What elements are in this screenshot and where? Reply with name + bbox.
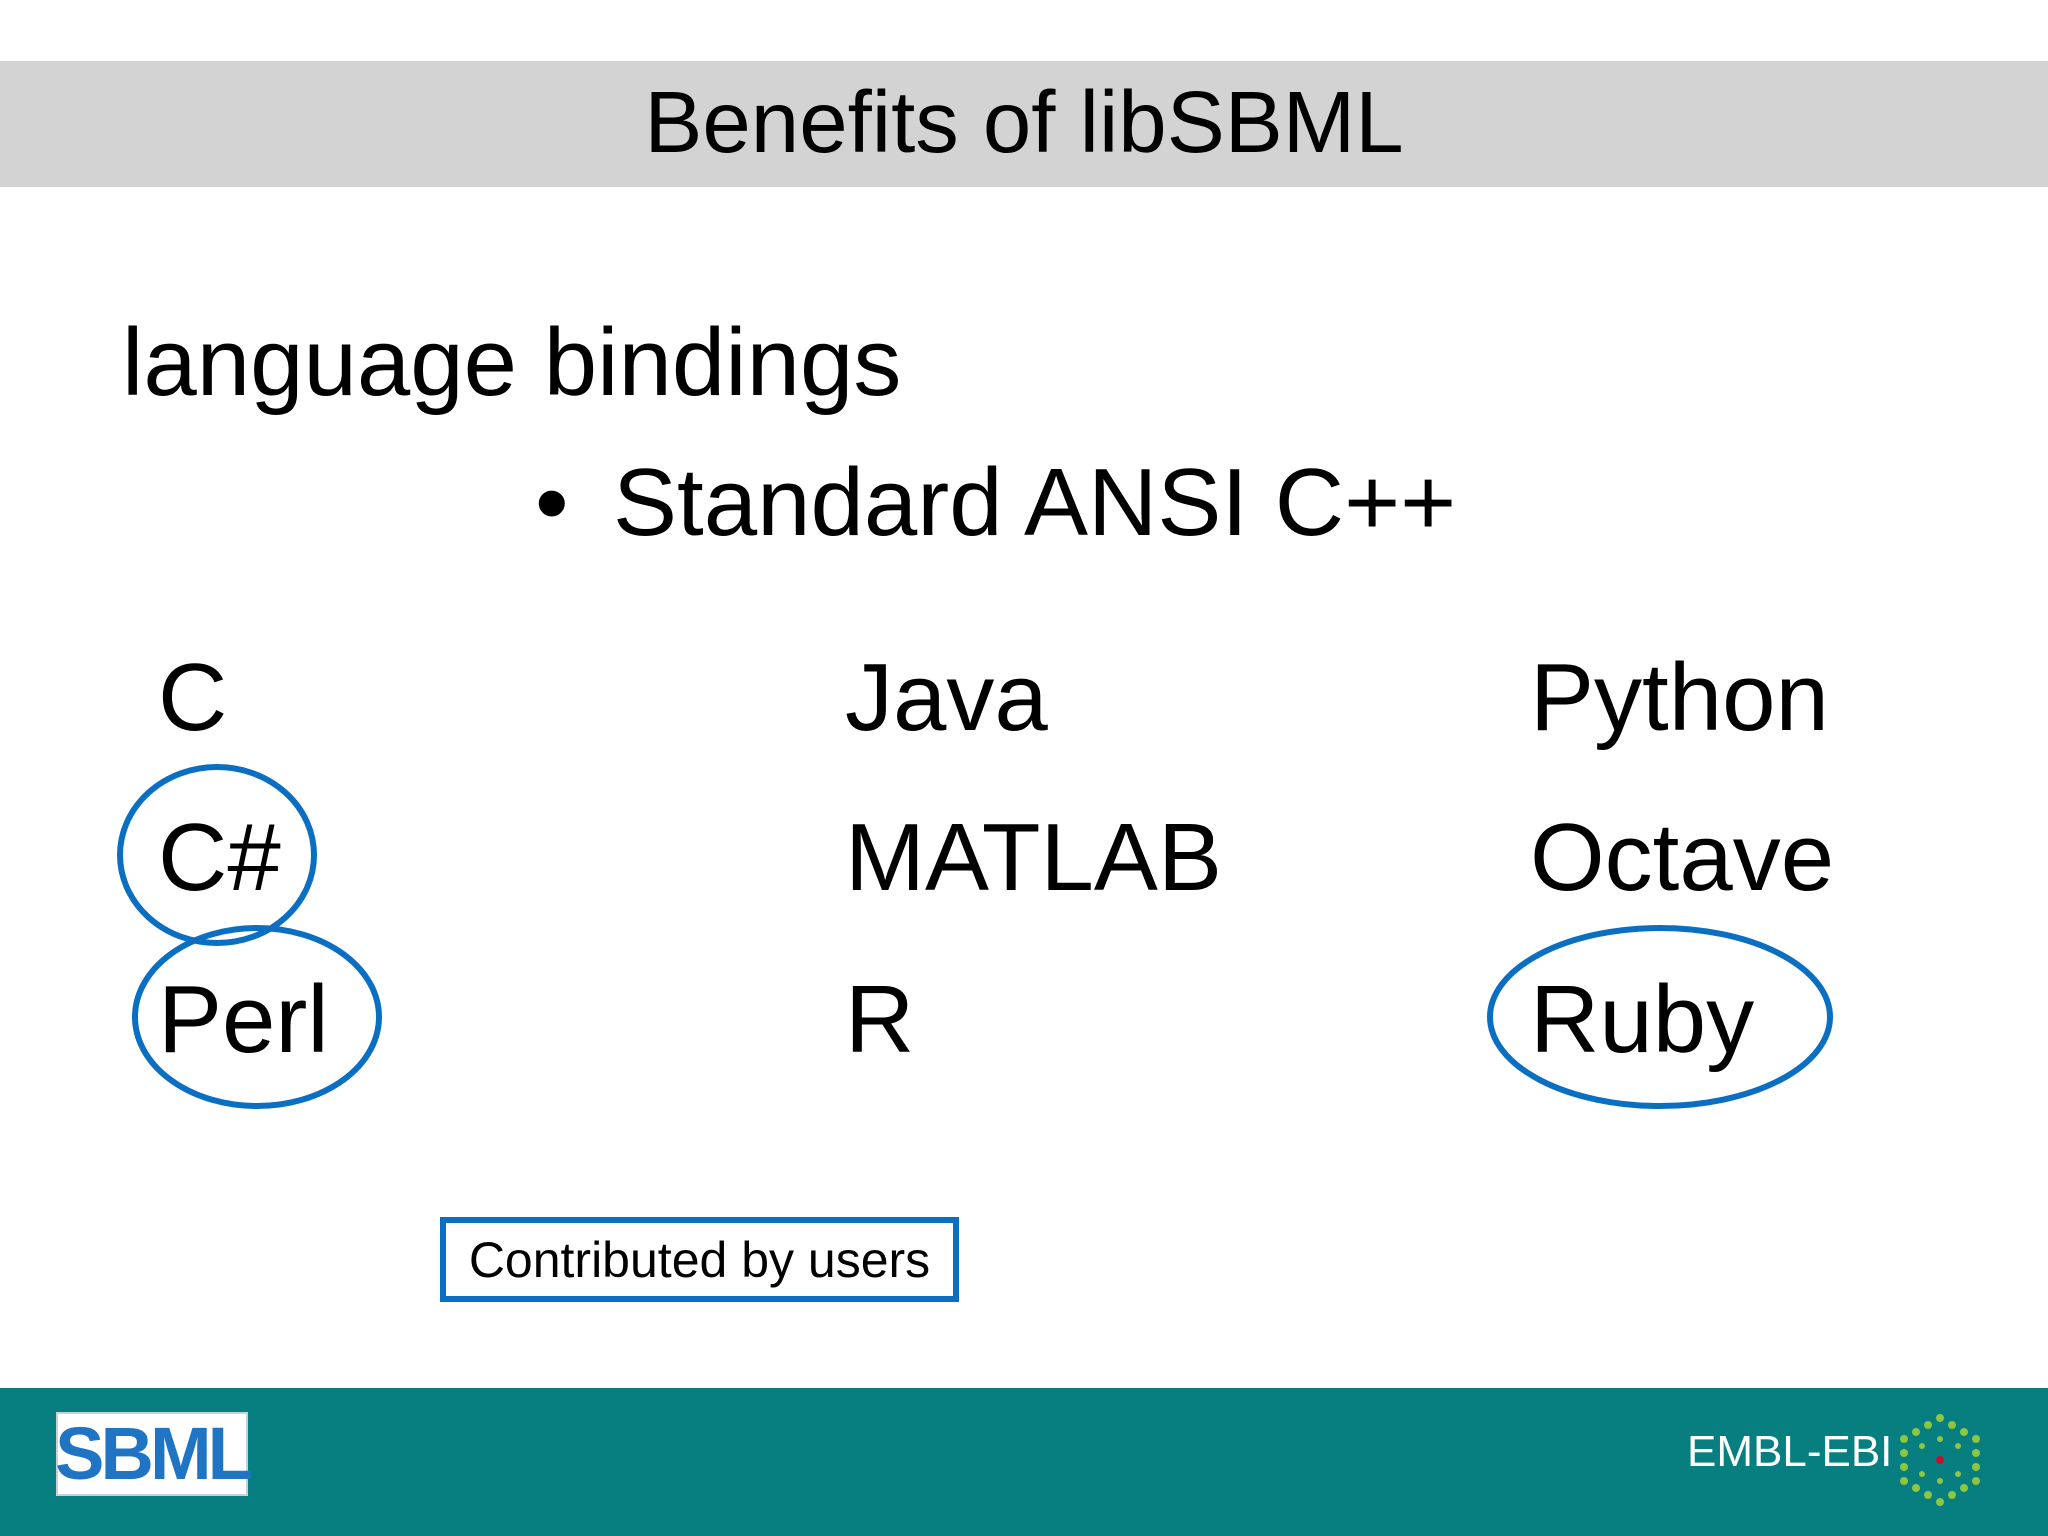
contributed-note-box: Contributed by users [440,1217,959,1302]
language-octave: Octave [1530,804,1835,911]
bullet-item: • Standard ANSI C++ [535,455,1456,551]
section-heading: language bindings [122,309,902,416]
title-bar: Benefits of libSBML [0,61,2048,187]
footer-bar: SBML EMBL-EBI [0,1388,2048,1536]
language-c: C [158,644,228,751]
language-r: R [845,966,915,1073]
sbml-logo: SBML [55,1412,253,1496]
embl-ebi-logo-text: EMBL-EBI [1687,1427,1893,1476]
language-java: Java [845,644,1048,751]
language-ruby: Ruby [1530,966,1755,1073]
contributed-note-text: Contributed by users [468,1231,931,1288]
bullet-text: Standard ANSI C++ [613,449,1457,556]
sbml-logo-text: SBML [55,1412,253,1495]
bullet-icon: • [535,449,569,556]
language-csharp: C# [158,804,281,911]
language-perl: Perl [158,966,329,1073]
language-python: Python [1530,644,1829,751]
language-matlab: MATLAB [845,804,1222,911]
embl-ebi-hexagon-icon [1900,1414,1980,1506]
slide-title: Benefits of libSBML [644,73,1404,171]
